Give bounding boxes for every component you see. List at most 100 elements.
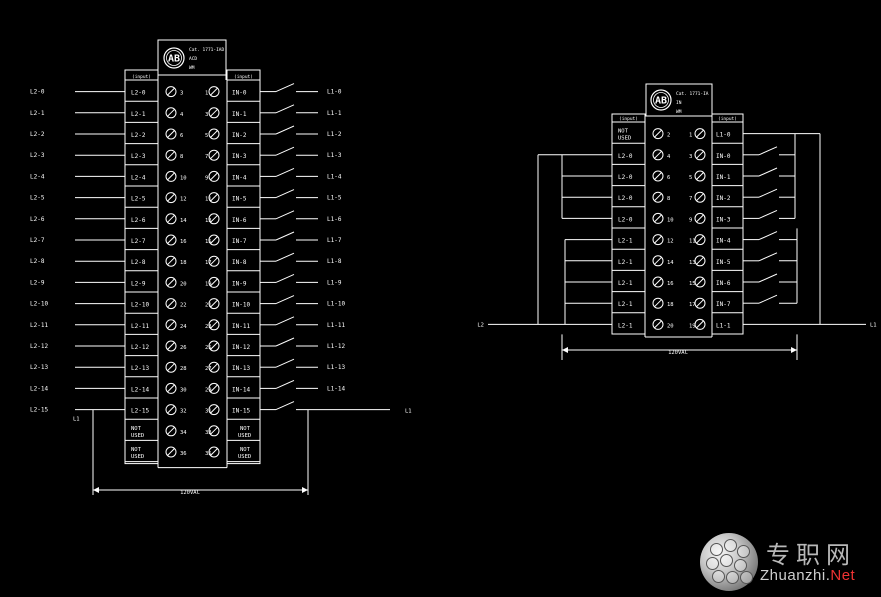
left-module-terminal-label: IN-0 (232, 90, 247, 97)
left-module-outer-label: L2-10 (30, 301, 48, 308)
right-module-terminal-number: 13 (689, 260, 696, 266)
left-module-switch-icon (260, 189, 318, 199)
left-module-terminal-number: 36 (180, 451, 187, 457)
right-module-terminal-number: 3 (689, 154, 692, 160)
left-module-terminal-label: L2-7 (131, 238, 146, 245)
right-module-terminal-number: 9 (689, 217, 692, 223)
left-module-terminal-label: L2-4 (131, 174, 146, 181)
left-module-wire-label: L1-4 (327, 173, 342, 180)
left-module-wire-label: L1-13 (327, 364, 345, 371)
left-module-ab-logo-icon: AB (163, 47, 185, 69)
right-module-terminal-number: 7 (689, 196, 692, 202)
left-module-outer-label: L2-0 (30, 89, 45, 96)
left-module-wire-label: L1-10 (327, 301, 345, 308)
left-module-outer-label: L2-7 (30, 237, 45, 244)
left-module-terminal-number: 18 (180, 260, 187, 266)
right-module-screw-icon (694, 212, 706, 224)
left-module-terminal-number: 10 (180, 175, 187, 181)
left-module-terminal-label: L2-5 (131, 196, 146, 203)
left-module-switch-icon (260, 295, 318, 305)
left-module-terminal-label: IN-8 (232, 259, 247, 266)
left-module-terminal-label: NOT (131, 426, 142, 432)
left-module-terminal-number: 27 (205, 366, 212, 372)
watermark-en-main: Zhuanzhi. (760, 567, 831, 584)
right-module-terminal-number: 11 (689, 239, 696, 245)
left-module-terminal-number: 3 (180, 91, 183, 97)
left-module-terminal-number: 12 (180, 197, 187, 203)
left-module-outer-label: L2-14 (30, 385, 48, 392)
right-module-screw-icon (694, 170, 706, 182)
right-module-screw-icon (652, 318, 664, 330)
left-module-switch-icon (260, 231, 318, 241)
watermark-en-text: Zhuanzhi.Net (760, 567, 855, 584)
left-module-header-text: Cat. 1771-IAD (189, 47, 225, 53)
left-module-col-header-text: (input) (132, 74, 151, 80)
right-module-switch-icon (743, 167, 795, 177)
left-module-screw-icon (165, 425, 177, 437)
left-module-outer-label: L2-6 (30, 216, 45, 223)
left-module-terminal-number: 31 (205, 409, 212, 415)
left-module-terminal-label: IN-12 (232, 344, 250, 351)
left-module-terminal-label: L2-8 (131, 259, 146, 266)
left-module-outer-label: L2-1 (30, 110, 45, 117)
left-module-screw-icon (208, 319, 220, 331)
left-module-header-text: WM (189, 65, 195, 71)
left-module-screw-icon (208, 149, 220, 161)
left-module-terminal-label: USED (131, 433, 144, 439)
right-module-terminal-number: 17 (689, 302, 696, 308)
right-module-screw-icon (652, 234, 664, 246)
right-module-terminal-number: 6 (667, 175, 670, 181)
left-module-terminal-label: IN-9 (232, 280, 247, 287)
left-module-outer-label: L2-13 (30, 364, 48, 371)
right-module-switch-icon (743, 294, 797, 304)
left-module-bus-label: L1 (73, 417, 80, 423)
right-module-screw-icon (694, 234, 706, 246)
left-module-bus-label: L1 (405, 409, 412, 415)
right-module-terminal-number: 2 (667, 133, 670, 139)
left-module-terminal-label: IN-3 (232, 153, 247, 160)
right-module-terminal-label: L2-1 (618, 322, 633, 329)
left-module-switch-icon (260, 358, 318, 368)
left-module-terminal-number: 34 (180, 430, 187, 436)
left-module-terminal-number: 15 (205, 239, 212, 245)
right-module-screw-icon (694, 191, 706, 203)
left-module-terminal-label: L2-12 (131, 344, 149, 351)
left-module-terminal-label: IN-5 (232, 196, 247, 203)
left-module-terminal-number: 30 (180, 387, 187, 393)
right-module-terminal-label: L2-0 (618, 153, 633, 160)
left-module-terminal-label: IN-2 (232, 132, 247, 139)
left-module-wire-label: L1-1 (327, 110, 342, 117)
left-module-switch-icon (260, 83, 318, 93)
left-module-terminal-label: USED (131, 454, 144, 460)
right-module-terminal-label: USED (618, 136, 631, 142)
left-module-wire-label: L1-11 (327, 322, 345, 329)
left-module-screw-icon (165, 446, 177, 458)
left-module-terminal-label: USED (238, 433, 251, 439)
left-module-terminal-label: USED (238, 454, 251, 460)
left-module-screw-icon (165, 319, 177, 331)
right-module-terminal-label: IN-0 (716, 153, 731, 160)
right-module-terminal-label: L1-1 (716, 322, 731, 329)
left-module-switch-icon (260, 337, 318, 347)
left-module-terminal-number: 28 (180, 366, 187, 372)
left-module-switch-icon (260, 104, 318, 114)
right-module-screw-icon (694, 297, 706, 309)
left-module-terminal-number: 6 (180, 133, 183, 139)
right-module-terminal-label: IN-6 (716, 280, 731, 287)
right-module-screw-icon (694, 276, 706, 288)
watermark-en-tld: Net (830, 567, 856, 584)
left-module-terminal-label: L2-11 (131, 323, 149, 330)
right-module-terminal-number: 18 (667, 302, 674, 308)
left-module-switch-icon (260, 316, 318, 326)
left-module-screw-icon (165, 361, 177, 373)
left-module-terminal-number: 17 (205, 260, 212, 266)
right-module-header-text: IN (676, 100, 682, 106)
right-module-terminal-label: IN-1 (716, 174, 731, 181)
right-module-terminal-label: L2-1 (618, 301, 633, 308)
left-module-wire-label: L1-9 (327, 279, 342, 286)
right-module-bus-label: L2 (477, 322, 484, 328)
left-module-screw-icon (208, 298, 220, 310)
left-module-terminal-label: IN-4 (232, 174, 247, 181)
left-module-outer-label: L2-5 (30, 195, 45, 202)
